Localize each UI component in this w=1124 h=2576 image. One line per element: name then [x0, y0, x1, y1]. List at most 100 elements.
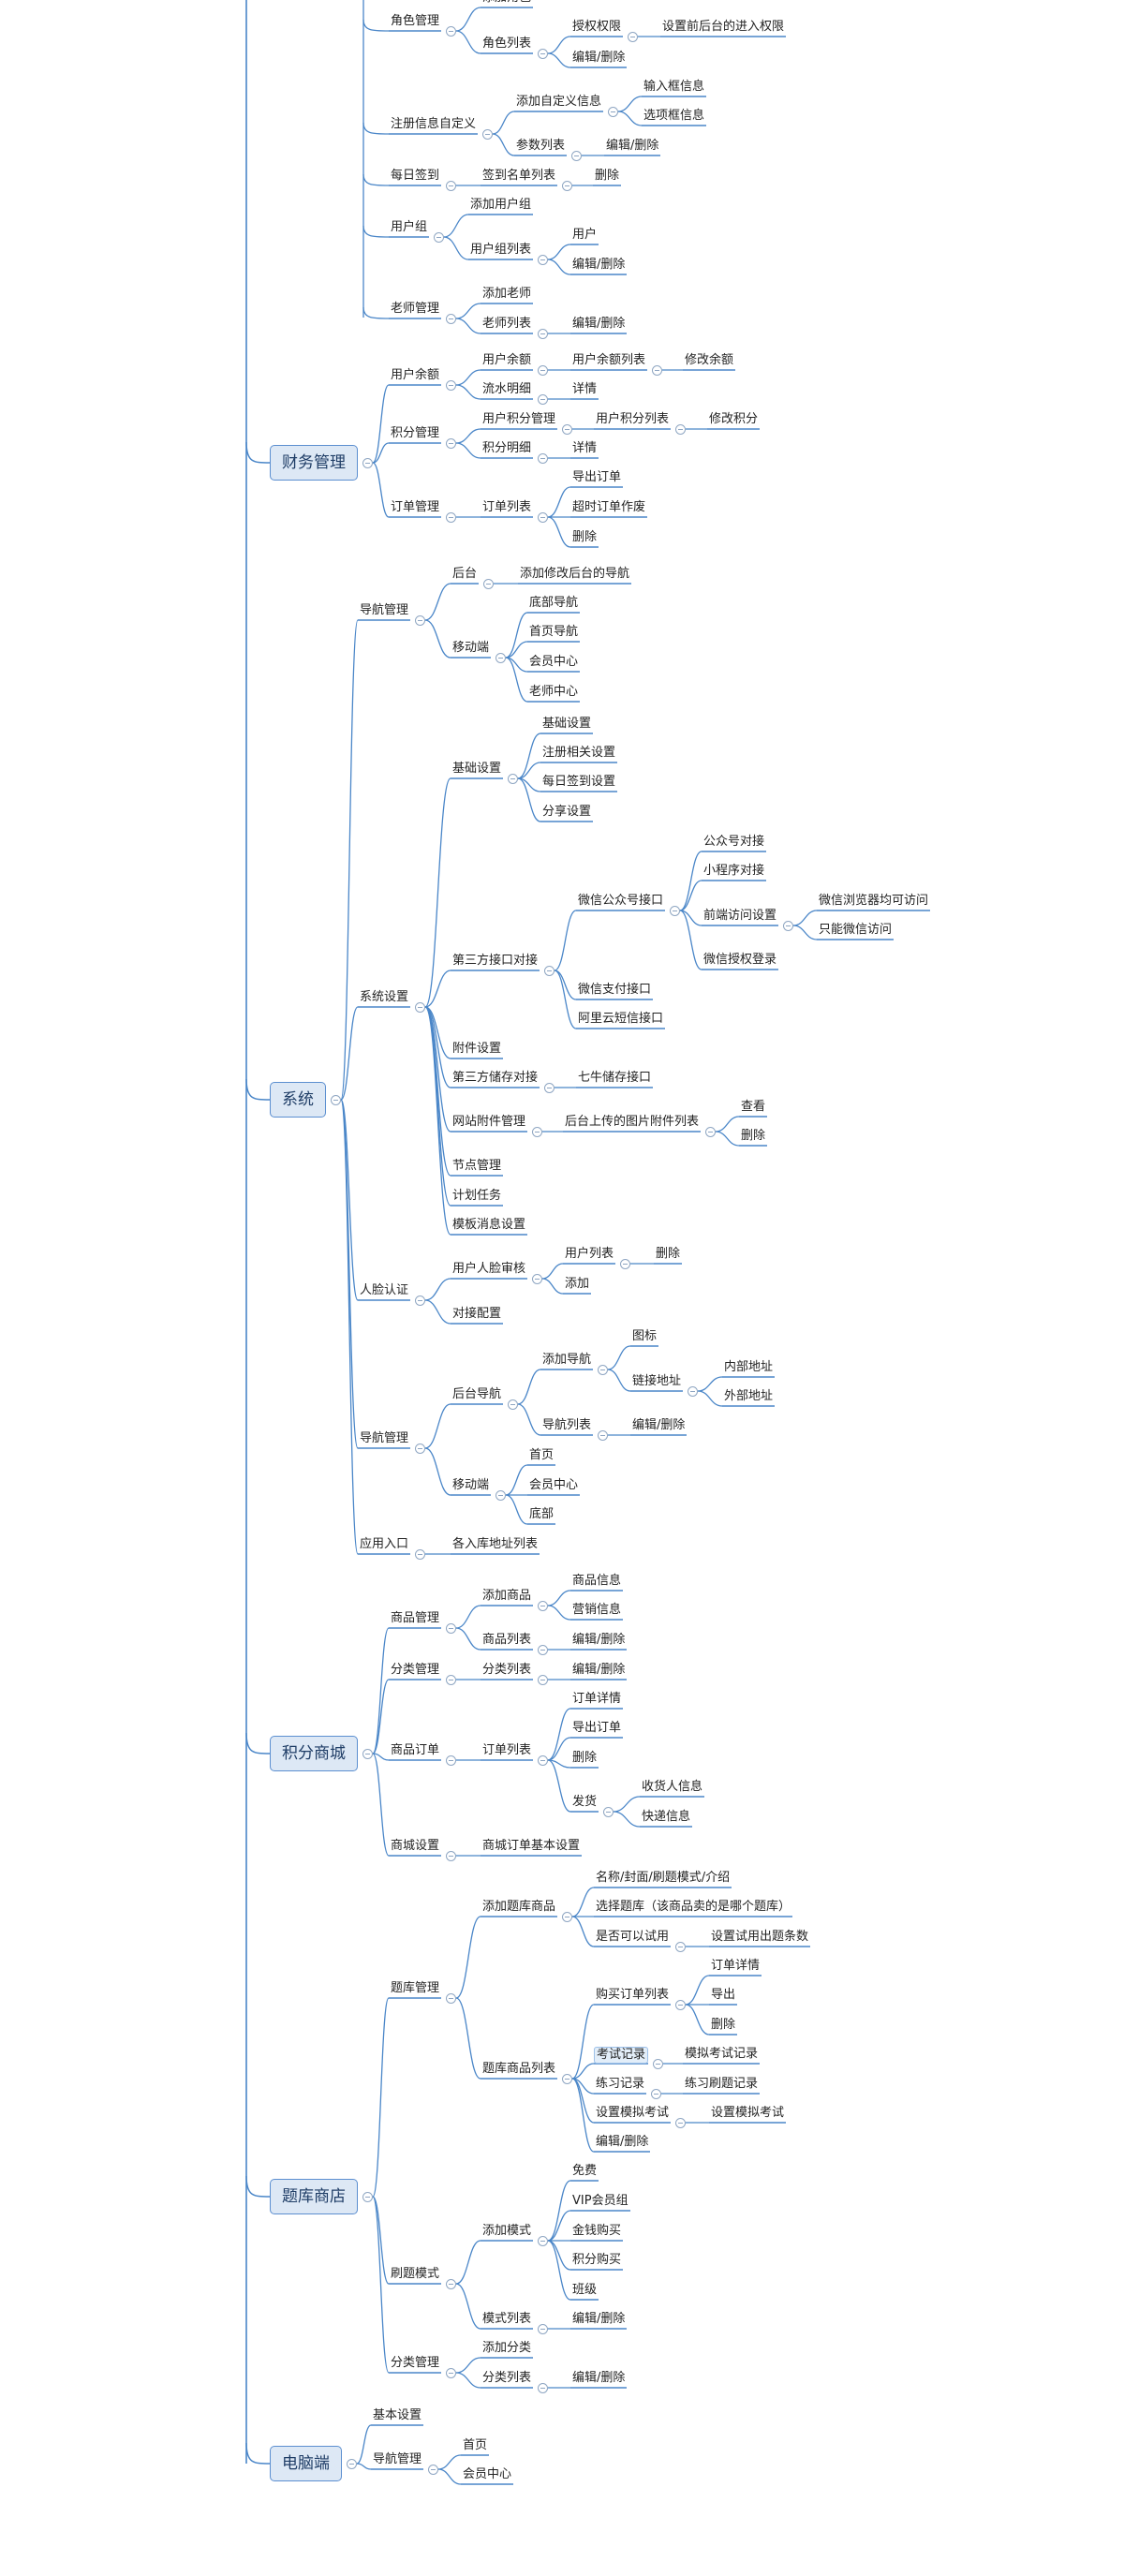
topic-t-role[interactable]: 角色管理 [391, 14, 440, 28]
topic-t-tea-add[interactable]: 添加老师 [482, 287, 532, 301]
topic-m-o-recv[interactable]: 收货人信息 [642, 1780, 703, 1794]
collapse-toggle-icon[interactable] [538, 394, 548, 405]
collapse-toggle-icon[interactable] [538, 1645, 548, 1655]
topic-b-class[interactable]: 班级 [572, 2283, 598, 2297]
topic-b-mockset[interactable]: 设置模拟考试 [596, 2106, 670, 2120]
topic-b-buy-det[interactable]: 订单详情 [711, 1959, 761, 1973]
topic-s-app[interactable]: 应用入口 [360, 1537, 409, 1551]
topic-f-pt-det[interactable]: 积分明细 [482, 441, 532, 455]
topic-s-n2-member[interactable]: 会员中心 [529, 1478, 579, 1492]
topic-m-o-exp[interactable]: 导出订单 [572, 1721, 622, 1735]
collapse-toggle-icon[interactable] [415, 1295, 425, 1306]
collapse-toggle-icon[interactable] [362, 2192, 373, 2202]
topic-b-add-trynum[interactable]: 设置试用出题条数 [711, 1930, 809, 1944]
topic-m-o-exp2[interactable]: 快递信息 [642, 1810, 691, 1824]
collapse-toggle-icon[interactable] [538, 453, 548, 464]
topic-t-role-add[interactable]: 添加角色 [481, 0, 533, 6]
collapse-toggle-icon[interactable] [415, 1443, 425, 1454]
topic-s-nav-home[interactable]: 首页导航 [529, 625, 579, 639]
topic-sys[interactable]: 系统 [270, 1082, 326, 1118]
collapse-toggle-icon[interactable] [508, 774, 518, 784]
collapse-toggle-icon[interactable] [446, 512, 456, 523]
collapse-toggle-icon[interactable] [603, 1807, 614, 1817]
topic-m-set[interactable]: 商城设置 [391, 1839, 440, 1853]
topic-s-wx-login[interactable]: 微信授权登录 [703, 953, 777, 967]
collapse-toggle-icon[interactable] [538, 1755, 548, 1766]
collapse-toggle-icon[interactable] [571, 151, 582, 161]
topic-s-base[interactable]: 基础设置 [452, 762, 502, 776]
collapse-toggle-icon[interactable] [532, 1127, 542, 1137]
topic-s-file-view[interactable]: 查看 [741, 1100, 766, 1114]
topic-s-set[interactable]: 系统设置 [360, 990, 409, 1004]
topic-t-sign[interactable]: 每日签到 [391, 169, 440, 183]
topic-b-free[interactable]: 免费 [572, 2164, 598, 2178]
collapse-toggle-icon[interactable] [538, 255, 548, 265]
topic-s-n2-ed[interactable]: 编辑/删除 [632, 1418, 686, 1432]
topic-pc[interactable]: 电脑端 [270, 2446, 342, 2481]
collapse-toggle-icon[interactable] [538, 49, 548, 59]
topic-s-att[interactable]: 附件设置 [452, 1042, 502, 1056]
topic-s-nav2[interactable]: 导航管理 [360, 1431, 409, 1445]
topic-f-bal-ul[interactable]: 用户余额列表 [572, 353, 646, 367]
topic-t-ug-add[interactable]: 添加用户组 [470, 198, 532, 212]
topic-s-n2-add[interactable]: 添加导航 [542, 1353, 592, 1367]
topic-s-file-del[interactable]: 删除 [741, 1129, 766, 1143]
topic-m-c-ed[interactable]: 编辑/删除 [572, 1663, 626, 1677]
topic-b-buy-del[interactable]: 删除 [711, 2018, 736, 2032]
topic-s-n2-bottom[interactable]: 底部 [529, 1507, 555, 1521]
collapse-toggle-icon[interactable] [562, 2074, 572, 2084]
collapse-toggle-icon[interactable] [538, 365, 548, 376]
topic-t-sign-del[interactable]: 删除 [595, 169, 620, 183]
topic-s-n2-link[interactable]: 链接地址 [632, 1374, 682, 1388]
topic-f-pt-u[interactable]: 用户积分管理 [482, 412, 556, 426]
topic-fin[interactable]: 财务管理 [270, 445, 358, 481]
topic-f-ord-list[interactable]: 订单列表 [482, 500, 532, 514]
collapse-toggle-icon[interactable] [653, 2059, 663, 2069]
collapse-toggle-icon[interactable] [538, 512, 548, 523]
topic-t-reg-in[interactable]: 输入框信息 [643, 80, 705, 94]
topic-m-g-add[interactable]: 添加商品 [482, 1589, 532, 1603]
collapse-toggle-icon[interactable] [562, 1912, 572, 1922]
topic-s-nav-mb[interactable]: 移动端 [452, 641, 490, 655]
topic-b-mode[interactable]: 刷题模式 [391, 2267, 440, 2281]
collapse-toggle-icon[interactable] [446, 1675, 456, 1685]
topic-b-prac[interactable]: 练习记录 [596, 2077, 645, 2091]
collapse-toggle-icon[interactable] [446, 1623, 456, 1634]
topic-m-c-list[interactable]: 分类列表 [482, 1663, 532, 1677]
topic-m-g-info[interactable]: 商品信息 [572, 1574, 622, 1588]
collapse-toggle-icon[interactable] [538, 2383, 548, 2393]
topic-p-home[interactable]: 首页 [463, 2438, 488, 2452]
collapse-toggle-icon[interactable] [628, 32, 638, 42]
topic-b-mockset2[interactable]: 设置模拟考试 [711, 2106, 785, 2120]
topic-t-ug[interactable]: 用户组 [391, 220, 428, 234]
collapse-toggle-icon[interactable] [562, 181, 572, 191]
collapse-toggle-icon[interactable] [446, 1755, 456, 1766]
topic-s-n2-bk[interactable]: 后台导航 [452, 1387, 502, 1401]
topic-t-reg-param-ed[interactable]: 编辑/删除 [606, 139, 659, 153]
topic-s-base-sign[interactable]: 每日签到设置 [542, 775, 616, 789]
topic-t-ug-list[interactable]: 用户组列表 [470, 243, 532, 257]
collapse-toggle-icon[interactable] [495, 1490, 506, 1501]
topic-m-g-ed[interactable]: 编辑/删除 [572, 1633, 626, 1647]
topic-s-wx-front[interactable]: 前端访问设置 [703, 909, 777, 923]
topic-s-face[interactable]: 人脸认证 [360, 1283, 409, 1297]
topic-m-ord[interactable]: 商品订单 [391, 1743, 440, 1757]
topic-s-base-reg[interactable]: 注册相关设置 [542, 746, 616, 760]
topic-f-ord-del[interactable]: 删除 [572, 530, 598, 544]
topic-f-bal-det[interactable]: 详情 [572, 382, 598, 396]
collapse-toggle-icon[interactable] [362, 1749, 373, 1759]
topic-s-node[interactable]: 节点管理 [452, 1159, 502, 1173]
topic-s-face-rv[interactable]: 用户人脸审核 [452, 1262, 526, 1276]
topic-f-bal-mod[interactable]: 修改余额 [685, 353, 734, 367]
collapse-toggle-icon[interactable] [446, 2368, 456, 2378]
topic-t-reg-param[interactable]: 参数列表 [516, 139, 566, 153]
topic-t-reg[interactable]: 注册信息自定义 [391, 117, 477, 131]
topic-p-base[interactable]: 基本设置 [373, 2408, 422, 2422]
topic-t-sign-list[interactable]: 签到名单列表 [482, 169, 556, 183]
collapse-toggle-icon[interactable] [544, 1083, 555, 1093]
topic-s-n2-in[interactable]: 内部地址 [724, 1360, 774, 1374]
topic-b-exam-mock[interactable]: 模拟考试记录 [685, 2047, 759, 2061]
topic-b-cat-add[interactable]: 添加分类 [482, 2341, 532, 2355]
topic-f-bal-flow[interactable]: 流水明细 [482, 382, 532, 396]
topic-m-o-ship[interactable]: 发货 [572, 1795, 598, 1809]
